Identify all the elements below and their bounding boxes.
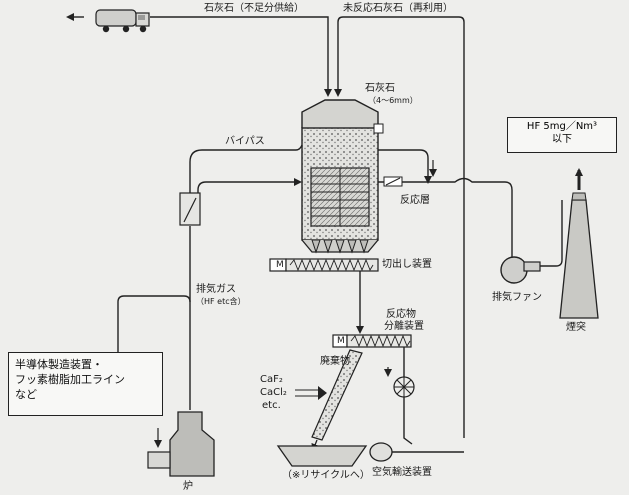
label-exhaust-fan: 排気ファン [492,292,542,303]
reactor-tower [301,99,384,253]
label-chimney: 煙突 [566,322,586,333]
rotary-valve [393,376,415,398]
label-unreacted-limestone: 未反応石灰石（再利用） [343,3,453,14]
label-limestone-size: （4〜6mm） [368,96,418,105]
pneumatic-blower [369,442,464,462]
label-limestone-supply: 石灰石（不足分供給） [204,3,304,14]
label-pneumatic-transport: 空気輸送装置 [372,467,432,478]
recycle-line [334,16,465,438]
label-furnace: 炉 [183,481,193,492]
chimney [559,192,599,319]
label-cutout-device: 切出し装置 [382,259,432,270]
furnace [147,411,215,477]
label-caf2: CaF₂ [260,374,283,385]
left-arrow-icon [66,13,74,21]
hf-limit-box: HF 5mg／Nm³ 以下 [507,117,617,153]
hf-limit-value: HF 5mg／Nm³ [526,121,598,132]
source-line-1: 半導体製造装置・ [15,358,103,371]
label-reactant: 反応物 [386,309,416,320]
outlet-line [378,149,513,258]
label-limestone: 石灰石 [365,83,395,94]
truck-icon [95,9,150,33]
label-cacl2: CaCl₂ [260,387,287,398]
source-line-3: など [15,387,37,401]
label-exhaust-gas: 排気ガス [196,284,236,295]
label-motor-2: M [337,336,345,346]
label-etc: etc. [262,400,281,411]
reactor-hoppers [311,239,369,254]
label-recycle: （※リサイクルへ） [282,470,370,481]
exhaust-gas-line [189,144,303,410]
label-exhaust-gas-contents: （HF etc含） [196,297,246,306]
hf-limit-suffix: 以下 [552,134,572,145]
separator-conveyor [332,334,412,348]
label-reaction-layer: 反応層 [400,195,430,206]
label-bypass: バイパス [225,136,265,147]
bypass-valve [179,192,201,226]
emission-source-box: 半導体製造装置・ フッ素樹脂加工ライン など [8,352,163,416]
damper-valve [383,176,403,187]
limestone-supply-line [150,16,332,97]
source-feed-line [117,295,191,360]
cutout-conveyor [269,258,379,272]
exhaust-fan [500,200,563,284]
label-waste: 廃棄物 [320,356,350,367]
label-motor-1: M [276,260,284,270]
double-arrow-icon [295,389,318,397]
source-line-2: フッ素樹脂加工ライン [15,372,125,386]
label-separator: 分離装置 [384,321,424,332]
recycle-container [276,445,368,467]
